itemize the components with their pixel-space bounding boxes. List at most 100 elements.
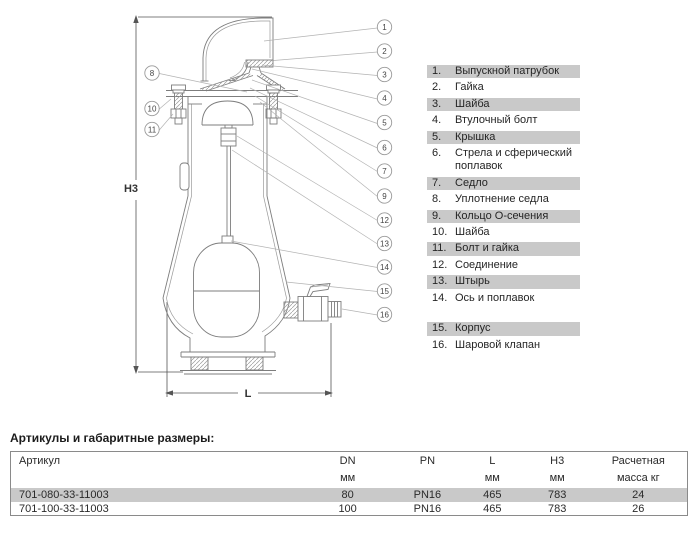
part-label: Шайба bbox=[455, 97, 490, 110]
valve-technical-drawing: H3 L bbox=[124, 15, 393, 400]
svg-text:12: 12 bbox=[380, 216, 389, 225]
callout-6: 6 bbox=[376, 139, 393, 156]
column-unit: мм bbox=[484, 472, 500, 484]
callout-2: 2 bbox=[376, 43, 393, 59]
cell-mass: 24 bbox=[632, 489, 645, 501]
cell-h3: 783 bbox=[547, 489, 567, 501]
part-number: 1. bbox=[432, 65, 442, 77]
cover-bolt-right bbox=[265, 84, 282, 125]
column-header: H3 bbox=[550, 455, 565, 467]
table-row: 701-080-33-11003 80 PN16 465 783 24 bbox=[11, 488, 687, 502]
part-number: 15. bbox=[432, 322, 448, 335]
parts-list-item: 1.Выпускной патрубок bbox=[427, 65, 580, 79]
callout-5: 5 bbox=[376, 114, 393, 131]
part-number: 11. bbox=[432, 242, 447, 255]
part-label: Штырь bbox=[455, 275, 490, 288]
cell-mass: 26 bbox=[632, 503, 645, 515]
callout-15: 15 bbox=[376, 283, 393, 299]
parts-list-item: 2. Гайка bbox=[427, 81, 580, 94]
part-label: Втулочный болт bbox=[455, 114, 538, 127]
part-label: Болт и гайка bbox=[455, 242, 520, 255]
leader-lines bbox=[159, 27, 378, 316]
parts-list-item: 11. Болт и гайка bbox=[427, 242, 580, 256]
part-label: Седло bbox=[455, 176, 488, 189]
cell-dn: 100 bbox=[338, 503, 357, 515]
part-number: 10. bbox=[432, 226, 448, 239]
svg-text:8: 8 bbox=[150, 69, 155, 78]
parts-list-item: 7. Седло bbox=[427, 176, 580, 191]
part-label: Крышка bbox=[455, 130, 496, 143]
parts-list-item: 16. Шаровой клапан bbox=[427, 339, 580, 352]
part-number: 4. bbox=[432, 114, 442, 127]
callout-4: 4 bbox=[376, 90, 393, 106]
column-unit: масса кг bbox=[616, 472, 660, 484]
part-number: 3. bbox=[432, 97, 442, 110]
callout-12: 12 bbox=[376, 212, 393, 228]
callout-3: 3 bbox=[376, 66, 393, 83]
parts-list-item: 13. Штырь bbox=[427, 275, 580, 289]
svg-text:2: 2 bbox=[382, 47, 387, 56]
table-title: Артикулы и габаритные размеры: bbox=[10, 431, 215, 445]
svg-text:10: 10 bbox=[148, 104, 157, 113]
cell-article: 701-080-33-11003 bbox=[19, 489, 109, 501]
column-header: Расчетная bbox=[611, 455, 665, 467]
cell-h3: 783 bbox=[547, 503, 567, 515]
parts-list-item: 14.Ось и поплавок bbox=[427, 292, 580, 305]
part-label: Шаровой клапан bbox=[455, 338, 541, 351]
parts-list: 1.Выпускной патрубок 2. Гайка 3. Шайба 4. В… bbox=[427, 65, 580, 355]
part-label: Уплотнение седла bbox=[455, 193, 549, 206]
callout-9: 9 bbox=[376, 188, 393, 204]
callout-1: 1 bbox=[376, 19, 393, 35]
cover-bolt-left bbox=[170, 84, 187, 125]
dimension-lines bbox=[133, 15, 333, 397]
table-units-row: мм мм мм масса кг bbox=[11, 472, 687, 484]
parts-list-item: 6.Стрела и сферический поплавок bbox=[427, 147, 580, 174]
svg-text:5: 5 bbox=[382, 118, 387, 127]
svg-text:3: 3 bbox=[382, 70, 387, 79]
valve-drawing-area: H3 L bbox=[0, 0, 420, 420]
callout-8: 8 bbox=[144, 65, 160, 81]
callout-14: 14 bbox=[376, 259, 393, 275]
svg-text:9: 9 bbox=[382, 192, 387, 201]
svg-text:7: 7 bbox=[382, 167, 387, 176]
column-unit bbox=[11, 472, 300, 484]
cell-l: 465 bbox=[483, 503, 502, 515]
part-label: Корпус bbox=[455, 322, 491, 335]
part-number: 16. bbox=[432, 338, 448, 351]
cell-article: 701-100-33-11003 bbox=[19, 503, 109, 515]
part-label: Гайка bbox=[455, 81, 484, 94]
part-number: 13. bbox=[432, 275, 448, 288]
part-number: 12. bbox=[432, 258, 448, 271]
column-header: Артикул bbox=[19, 455, 61, 467]
part-label: Соединение bbox=[455, 258, 519, 271]
svg-text:4: 4 bbox=[382, 94, 387, 103]
cell-l: 465 bbox=[483, 489, 502, 501]
svg-text:15: 15 bbox=[380, 287, 389, 296]
cell-pn: PN16 bbox=[413, 489, 442, 501]
part-number: 9. bbox=[432, 209, 442, 222]
column-header: L bbox=[489, 455, 496, 467]
part-number: 2. bbox=[432, 81, 442, 94]
cell-pn: PN16 bbox=[413, 503, 442, 515]
column-unit: мм bbox=[340, 472, 356, 484]
svg-text:14: 14 bbox=[380, 263, 389, 272]
part-label: Ось и поплавок bbox=[455, 291, 535, 304]
bottom-flange bbox=[180, 351, 276, 375]
parts-list-item: 12. Соединение bbox=[427, 259, 580, 272]
parts-list-item: 10. Шайба bbox=[427, 226, 580, 239]
parts-list-gap bbox=[427, 308, 580, 322]
dimensions-table: Артикул DN PN L H3 Расчетная мм мм мм ма… bbox=[10, 451, 688, 516]
parts-list-item: 9.Кольцо О-сечения bbox=[427, 209, 580, 224]
valve-outline bbox=[162, 17, 342, 375]
part-label: Стрела и сферический поплавок bbox=[455, 147, 573, 173]
callout-16: 16 bbox=[376, 306, 393, 323]
dimension-label-l: L bbox=[245, 388, 252, 400]
svg-text:1: 1 bbox=[382, 23, 387, 32]
part-number: 7. bbox=[432, 176, 442, 189]
part-label: Шайба bbox=[455, 226, 490, 239]
svg-text:6: 6 bbox=[382, 143, 387, 152]
parts-list-item: 5.Крышка bbox=[427, 130, 580, 145]
callout-13: 13 bbox=[376, 235, 393, 252]
callout-10: 10 bbox=[144, 100, 160, 117]
